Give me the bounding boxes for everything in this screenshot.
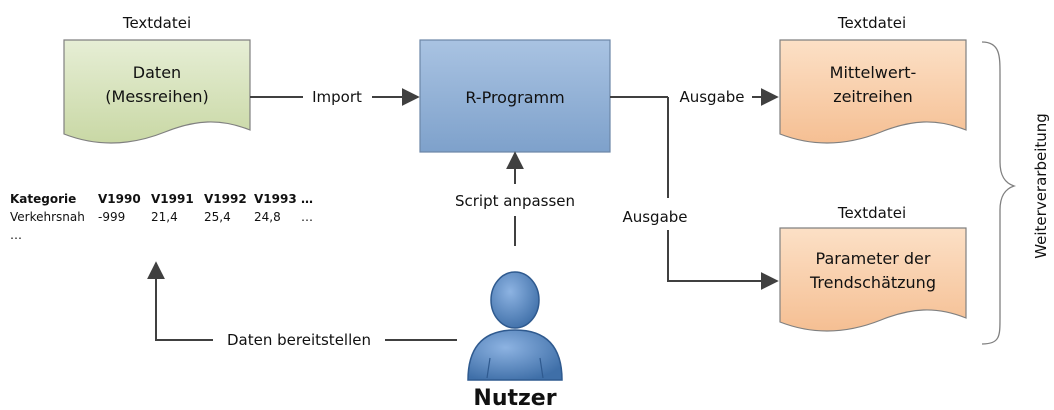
data-table: Kategorie V1990 V1991 V1992 V1993 … Verk… — [10, 192, 313, 242]
output1-line2: zeitreihen — [833, 87, 913, 106]
ausgabe-label-1: Ausgabe — [679, 88, 744, 106]
weiterverarbeitung-label: Weiterverarbeitung — [1032, 113, 1050, 259]
table-cell-v1990: -999 — [98, 210, 125, 224]
table-header-v1992: V1992 — [204, 192, 247, 206]
r-program-box — [419, 39, 611, 153]
input-document-shape — [63, 39, 251, 144]
output2-line1: Parameter der — [816, 249, 931, 268]
input-doc-line2: (Messreihen) — [105, 87, 208, 106]
import-label: Import — [312, 88, 362, 106]
script-anpassen-label: Script anpassen — [455, 192, 575, 210]
user-icon — [467, 271, 563, 381]
bereitstellen-arrow — [147, 261, 213, 341]
table-cell-kategorie: Verkehrsnah — [10, 210, 85, 224]
nutzer-label: Nutzer — [473, 386, 556, 410]
output-arrow-2 — [667, 230, 779, 290]
input-doc-caption: Textdatei — [122, 14, 191, 32]
table-header-ellipsis: … — [301, 192, 313, 206]
table-header-v1993: V1993 — [254, 192, 297, 206]
table-cell-v1993: 24,8 — [254, 210, 281, 224]
table-header-v1991: V1991 — [151, 192, 194, 206]
table-cell-ellipsis: … — [301, 210, 313, 224]
output2-caption: Textdatei — [837, 204, 906, 222]
table-cell-v1992: 25,4 — [204, 210, 231, 224]
output2-document-shape — [779, 227, 967, 332]
bereitstellen-label: Daten bereitstellen — [227, 331, 371, 349]
output1-line1: Mittelwert- — [830, 63, 917, 82]
brace-shape — [981, 41, 1017, 345]
input-doc-line1: Daten — [133, 63, 181, 82]
r-program-label: R-Programm — [465, 88, 564, 107]
output2-line2: Trendschätzung — [809, 273, 936, 292]
ausgabe-label-2: Ausgabe — [622, 208, 687, 226]
table-header-v1990: V1990 — [98, 192, 141, 206]
output1-caption: Textdatei — [837, 14, 906, 32]
table-header-kategorie: Kategorie — [10, 192, 76, 206]
table-cell-v1991: 21,4 — [151, 210, 178, 224]
table-more-rows: … — [10, 228, 22, 242]
output1-document-shape — [779, 39, 967, 144]
